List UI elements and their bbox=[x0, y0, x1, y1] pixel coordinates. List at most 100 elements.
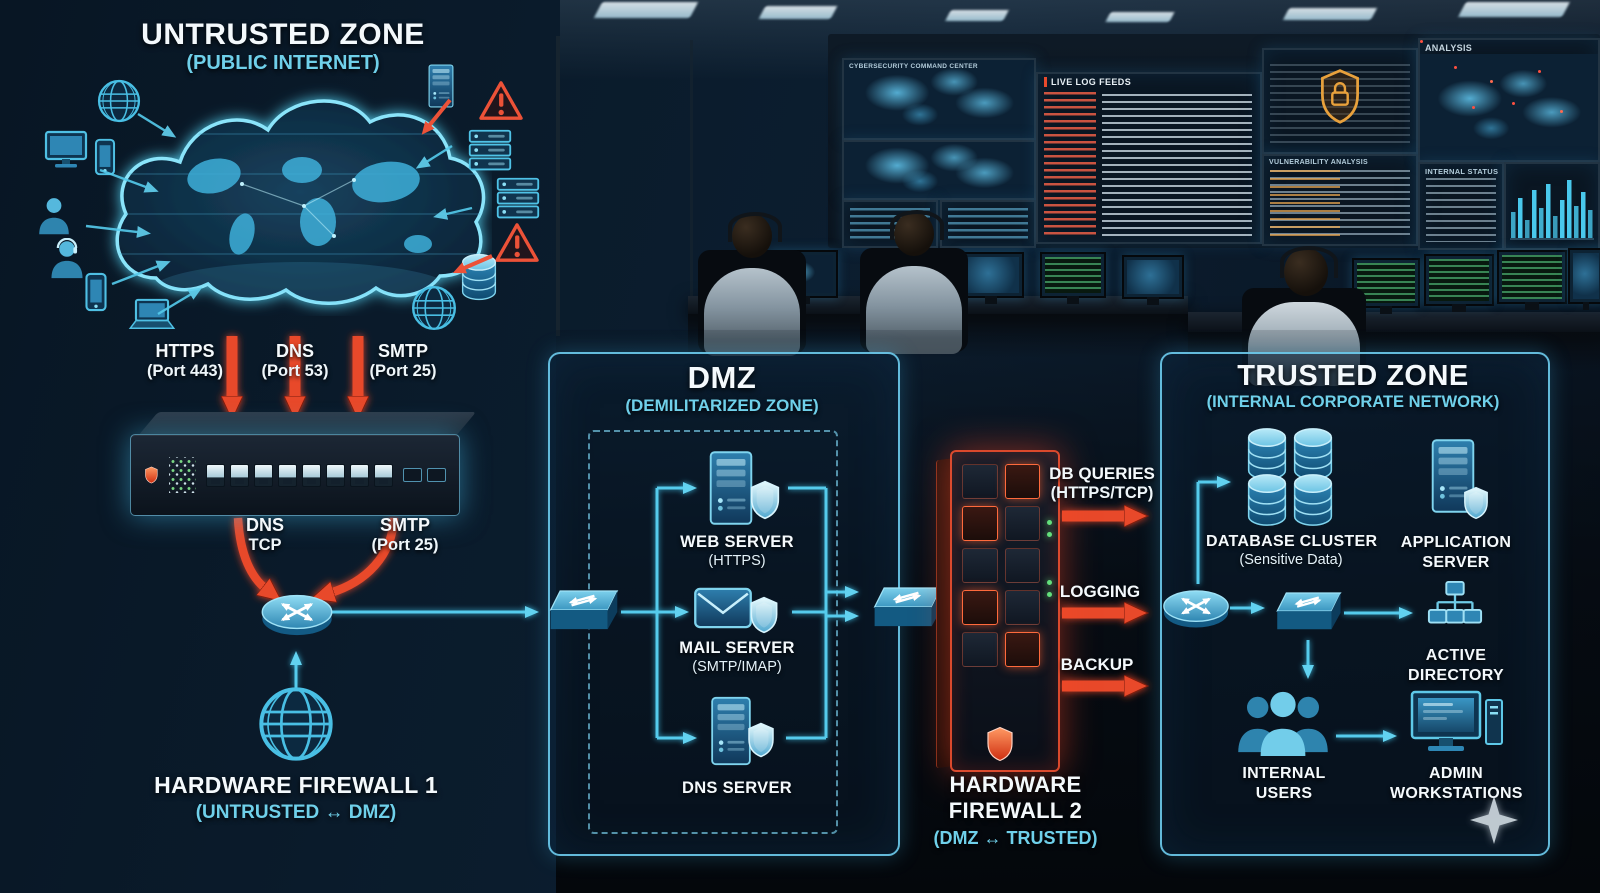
screen-title: ANALYSIS bbox=[1425, 43, 1473, 53]
rack-slot bbox=[962, 632, 998, 667]
globe-icon bbox=[410, 284, 458, 332]
lock-shield-icon bbox=[1321, 69, 1359, 124]
sfp-port bbox=[403, 468, 422, 482]
shield-icon bbox=[984, 726, 1016, 762]
flow-detail: TCP bbox=[248, 536, 282, 554]
screen-title: INTERNAL STATUS bbox=[1425, 167, 1499, 176]
monitor-icon bbox=[44, 130, 88, 170]
hardware-firewall-1-device bbox=[130, 412, 477, 516]
rack-slot bbox=[1004, 548, 1040, 583]
threat-shield-screen bbox=[1262, 48, 1418, 154]
global-threat-map-screen: ANALYSIS bbox=[1418, 38, 1600, 162]
headset bbox=[890, 210, 944, 240]
node-name: ACTIVE DIRECTORY bbox=[1407, 647, 1505, 684]
database-cluster-label: DATABASE CLUSTER (Sensitive Data) bbox=[1206, 532, 1377, 568]
desk-monitor bbox=[1568, 248, 1600, 310]
monitor-screen bbox=[1127, 260, 1179, 294]
map-screen bbox=[842, 140, 1036, 200]
trusted-zone-panel bbox=[1160, 352, 1550, 856]
firewall2-caption: HARDWARE FIREWALL 2 (DMZ ↔ TRUSTED) bbox=[918, 772, 1113, 849]
flow-label-smtp: SMTP (Port 25) bbox=[344, 341, 462, 381]
bar-chart-screen bbox=[1504, 162, 1600, 250]
vulnerability-screen: VULNERABILITY ANALYSIS bbox=[1262, 154, 1418, 246]
world-map-graphic bbox=[844, 60, 1034, 138]
hardware-firewall-2-device bbox=[936, 450, 1060, 772]
flow-label: SMTP bbox=[379, 515, 430, 535]
flow-detail: (Port 53) bbox=[261, 362, 329, 380]
world-map-graphic bbox=[1420, 54, 1598, 160]
flow-label-db-queries: DB QUERIES (HTTPS/TCP) bbox=[1040, 464, 1164, 503]
dmz-header: DMZ (DEMILITARIZED ZONE) bbox=[560, 360, 884, 416]
switch-icon bbox=[1270, 589, 1346, 635]
status-led bbox=[1047, 592, 1052, 597]
ceiling-light bbox=[758, 6, 838, 19]
dmz-subtitle: (DEMILITARIZED ZONE) bbox=[625, 396, 819, 415]
warning-icon bbox=[494, 222, 540, 264]
database-cylinder-icon bbox=[1290, 472, 1336, 528]
flow-label: DB QUERIES bbox=[1049, 464, 1155, 483]
shield-icon bbox=[1462, 486, 1490, 520]
headset bbox=[1280, 246, 1338, 278]
sparkle-icon bbox=[1470, 796, 1518, 844]
node-name: ADMIN WORKSTATIONS bbox=[1390, 765, 1523, 802]
rack-slot bbox=[1004, 632, 1040, 667]
router-icon bbox=[1160, 582, 1232, 632]
desk-monitor bbox=[1122, 255, 1184, 305]
shield-icon bbox=[748, 596, 780, 634]
firewall1-subtitle: (UNTRUSTED ↔ DMZ) bbox=[195, 802, 397, 824]
phone-icon bbox=[94, 138, 116, 176]
world-map-graphic bbox=[844, 142, 1034, 198]
sfp-ports bbox=[403, 468, 446, 482]
untrusted-zone-subtitle: (PUBLIC INTERNET) bbox=[186, 52, 380, 74]
text-lines bbox=[1426, 178, 1496, 242]
web-server-label: WEB SERVER (HTTPS) bbox=[672, 532, 802, 569]
flow-label-dns: DNS (Port 53) bbox=[237, 341, 353, 381]
glass-partition-frame bbox=[690, 40, 693, 300]
application-server-label: APPLICATION SERVER bbox=[1398, 533, 1514, 573]
monitor-screen bbox=[1045, 257, 1101, 293]
status-led bbox=[1047, 520, 1052, 525]
ceiling-light bbox=[1458, 2, 1570, 17]
warning-icon bbox=[478, 80, 524, 122]
ethernet-port bbox=[350, 463, 369, 487]
ethernet-port bbox=[374, 463, 393, 487]
switch-icon bbox=[543, 587, 623, 635]
flow-label-dns-tcp: DNS TCP bbox=[215, 515, 315, 555]
ethernet-ports bbox=[206, 463, 393, 487]
flow-label: SMTP bbox=[377, 341, 428, 361]
rack-slot bbox=[962, 548, 998, 583]
status-led bbox=[1047, 580, 1052, 585]
flow-label-smtp-out: SMTP (Port 25) bbox=[352, 515, 458, 555]
screen-title: VULNERABILITY ANALYSIS bbox=[1269, 159, 1368, 166]
rack-slot bbox=[962, 464, 998, 499]
flow-label-https: HTTPS (Port 443) bbox=[125, 341, 245, 381]
firewall2-title: HARDWARE FIREWALL 2 bbox=[948, 772, 1083, 823]
desk-monitor bbox=[1040, 252, 1106, 304]
database-cylinder-icon bbox=[1244, 472, 1290, 528]
trusted-zone-subtitle: (INTERNAL CORPORATE NETWORK) bbox=[1206, 393, 1500, 411]
rack-slot bbox=[1004, 506, 1040, 541]
video-wall: CYBERSECURITY COMMAND CENTER LIVE LOG FE… bbox=[828, 34, 1600, 250]
desk-monitor bbox=[1497, 250, 1567, 310]
firewall1-caption: HARDWARE FIREWALL 1 (UNTRUSTED ↔ DMZ) bbox=[116, 772, 476, 824]
mail-server-label: MAIL SERVER (SMTP/IMAP) bbox=[662, 638, 812, 675]
sfp-port bbox=[427, 468, 446, 482]
active-directory-icon bbox=[1424, 580, 1486, 638]
admin-workstation-icon bbox=[1406, 688, 1506, 762]
node-detail: (Sensitive Data) bbox=[1239, 552, 1343, 568]
flow-label-backup: BACKUP bbox=[1045, 655, 1149, 675]
ceiling-light bbox=[1282, 8, 1378, 20]
dmz-inner-boundary bbox=[588, 430, 838, 834]
firewall-top-face bbox=[137, 412, 477, 436]
node-name: APPLICATION SERVER bbox=[1400, 534, 1512, 571]
rack-slot bbox=[962, 590, 998, 625]
untrusted-zone-title: UNTRUSTED ZONE bbox=[141, 18, 425, 51]
node-detail: (SMTP/IMAP) bbox=[692, 658, 782, 675]
firewall-front-panel bbox=[130, 434, 460, 516]
shield-icon bbox=[746, 722, 776, 758]
flow-detail: (HTTPS/TCP) bbox=[1050, 484, 1154, 502]
log-feed-screen: LIVE LOG FEEDS bbox=[1036, 72, 1262, 244]
phone-icon bbox=[84, 272, 108, 312]
ethernet-port bbox=[230, 463, 249, 487]
untrusted-zone-header: UNTRUSTED ZONE (PUBLIC INTERNET) bbox=[98, 18, 468, 75]
